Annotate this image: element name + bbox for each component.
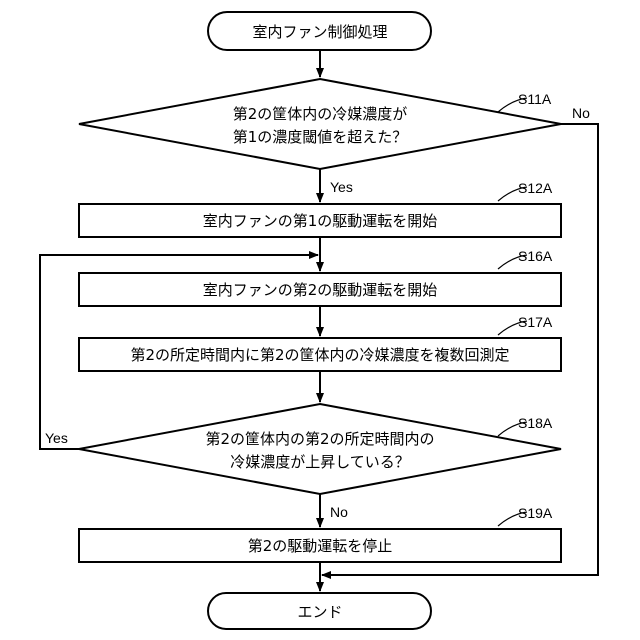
process-s16a: 室内ファンの第2の駆動運転を開始 [79, 273, 561, 306]
process-s17a: 第2の所定時間内に第2の筐体内の冷媒濃度を複数回測定 [79, 338, 561, 371]
s11a-question-line-2: 第1の濃度閾値を超えた？ [233, 128, 408, 146]
s18a-step-id: S18A [518, 415, 553, 431]
s19a-step-id: S19A [518, 505, 553, 521]
s17a-step-id: S17A [518, 314, 553, 330]
s12a-step-id: S12A [518, 180, 553, 196]
end-label: エンド [297, 603, 342, 621]
s11a-yes-label: Yes [330, 179, 353, 195]
s18a-question-line-2: 冷媒濃度が上昇している？ [230, 453, 410, 471]
s17a-text: 第2の所定時間内に第2の筐体内の冷媒濃度を複数回測定 [130, 346, 509, 364]
end-terminal: エンド [208, 593, 431, 629]
process-s12a: 室内ファンの第1の駆動運転を開始 [79, 204, 561, 237]
s16a-text: 室内ファンの第2の駆動運転を開始 [203, 281, 438, 299]
process-s19a: 第2の駆動運転を停止 [79, 529, 561, 562]
decision-s18a: 第2の筐体内の第2の所定時間内の 冷媒濃度が上昇している？ [79, 404, 561, 494]
s11a-no-label: No [572, 105, 590, 121]
s12a-text: 室内ファンの第1の駆動運転を開始 [203, 212, 438, 230]
start-terminal: 室内ファン制御処理 [208, 12, 431, 50]
s18a-yes-label: Yes [45, 430, 68, 446]
s11a-question-line-1: 第2の筐体内の冷媒濃度が [233, 105, 408, 123]
s18a-no-label: No [330, 504, 348, 520]
decision-s11a: 第2の筐体内の冷媒濃度が 第1の濃度閾値を超えた？ [79, 79, 561, 169]
s18a-question-line-1: 第2の筐体内の第2の所定時間内の [205, 430, 434, 448]
s11a-step-id: S11A [518, 91, 552, 107]
start-label: 室内ファン制御処理 [252, 23, 387, 41]
s19a-text: 第2の駆動運転を停止 [248, 537, 393, 555]
s16a-step-id: S16A [518, 248, 553, 264]
